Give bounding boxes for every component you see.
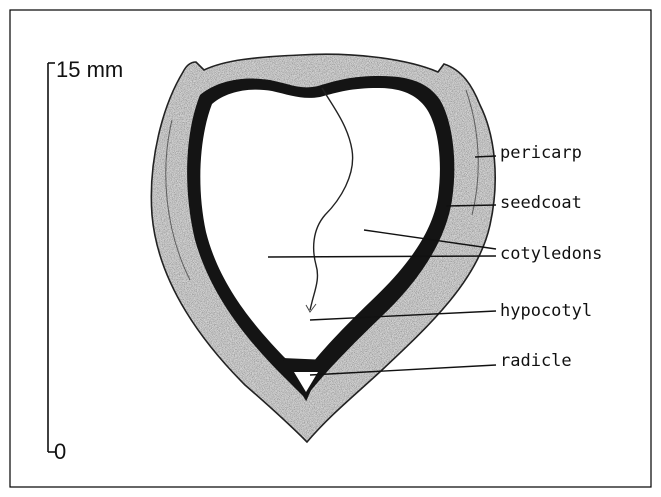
label-seedcoat: seedcoat: [500, 193, 582, 213]
part-labels: pericarp seedcoat cotyledons hypocotyl r…: [500, 143, 602, 371]
leader-seedcoat: [446, 205, 496, 206]
scale-top-label: 15 mm: [56, 57, 123, 82]
label-pericarp: pericarp: [500, 143, 582, 163]
scale-bottom-label: 0: [54, 439, 66, 464]
label-cotyledons: cotyledons: [500, 244, 602, 264]
scale-bar: 15 mm 0: [48, 57, 123, 464]
label-hypocotyl: hypocotyl: [500, 301, 592, 321]
label-radicle: radicle: [500, 351, 572, 371]
leader-pericarp: [475, 156, 496, 157]
